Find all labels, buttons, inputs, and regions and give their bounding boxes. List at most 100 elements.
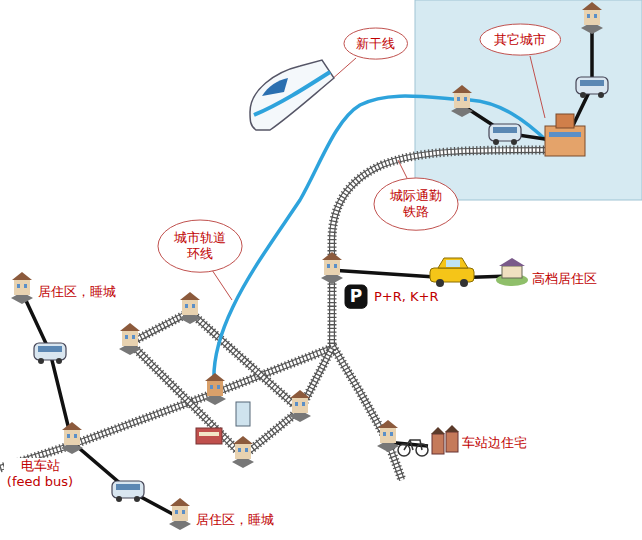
city-station: [545, 114, 585, 156]
rail-gap: [130, 312, 300, 456]
callout-text: 城际通勤 铁路: [389, 188, 444, 221]
shape: [34, 343, 66, 360]
place-label: 车站边住宅: [462, 435, 527, 451]
shape: [493, 139, 499, 145]
station-house: [289, 390, 311, 422]
shape: [112, 481, 144, 498]
shape: [180, 292, 200, 300]
callout-outline: [374, 178, 458, 230]
shape: [38, 346, 62, 352]
station-house: [232, 436, 254, 468]
station-house: [377, 420, 399, 452]
shape: [378, 420, 398, 428]
shape: [334, 264, 337, 268]
shape: [489, 124, 521, 141]
shape: [134, 496, 140, 502]
shape: [122, 331, 138, 346]
shape: [67, 434, 70, 438]
bicycle-icon: [398, 440, 428, 456]
shape: [235, 444, 251, 459]
station-house: [61, 422, 83, 454]
shape: [587, 14, 590, 18]
shape: [499, 258, 525, 266]
bus-icon: [576, 77, 608, 98]
rail-gap: [0, 348, 332, 468]
rail: [0, 348, 332, 468]
parking-letter: P: [350, 286, 362, 307]
shape: [185, 304, 188, 308]
callout-outline: [480, 24, 561, 55]
place-label: 电车站 (feed bus): [4, 458, 76, 491]
shape: [290, 390, 310, 398]
callout-ellipse: 新干线: [343, 27, 408, 60]
bus-icon: [489, 124, 521, 145]
shape: [170, 498, 190, 506]
place-label: 居住区，睡城: [38, 284, 116, 300]
shape: [125, 335, 128, 339]
shape: [292, 398, 308, 413]
shape: [172, 506, 188, 521]
callout-ellipse: 其它城市: [479, 23, 562, 56]
shape: [238, 448, 241, 452]
shape: [390, 432, 393, 436]
callout-text: 新干线: [356, 36, 395, 52]
shape: [199, 432, 219, 436]
station-house: [119, 323, 141, 355]
shinkansen-line: [214, 96, 548, 393]
shape: [12, 272, 32, 280]
shape: [120, 323, 140, 331]
shape: [182, 510, 185, 514]
shape: [17, 284, 20, 288]
shape: [446, 432, 458, 452]
shape: [205, 373, 225, 381]
bus-icon: [112, 481, 144, 502]
shape: [207, 381, 223, 396]
shape: [454, 93, 470, 108]
railway-tracks: [0, 150, 548, 480]
train-icon: [250, 60, 334, 130]
callout-leaders: [212, 56, 545, 300]
shape: [511, 139, 517, 145]
shape: [24, 284, 27, 288]
shape: [598, 92, 604, 98]
callout-text: 城市轨道 环线: [173, 230, 228, 263]
feeder-routes: [22, 22, 592, 518]
city-buildings: [196, 402, 250, 444]
shape: [210, 385, 213, 389]
place-label: 高档居住区: [532, 271, 597, 287]
station-house: [204, 373, 226, 405]
station-house: [11, 272, 33, 304]
shape: [132, 335, 135, 339]
rail: [130, 312, 300, 456]
parking-sign: P: [344, 284, 368, 309]
station-house: [451, 85, 473, 117]
shape: [116, 484, 140, 490]
shape: [56, 358, 62, 364]
station-house: [169, 498, 191, 530]
callout-text: 其它城市: [494, 32, 546, 48]
shape: [502, 266, 522, 278]
shape: [324, 260, 340, 275]
shape: [175, 510, 178, 514]
townhouse: [431, 427, 445, 454]
callout-outline: [158, 220, 242, 272]
rail-ties: [332, 150, 548, 480]
bus-icon: [34, 343, 66, 364]
shape: [493, 127, 517, 133]
shape: [64, 430, 80, 445]
shape: [380, 428, 396, 443]
shape: [545, 126, 585, 156]
shape: [452, 85, 472, 93]
shape: [582, 2, 602, 10]
shape: [327, 264, 330, 268]
shape: [233, 436, 253, 444]
station-house: [321, 252, 343, 284]
rail: [332, 150, 548, 480]
callout-outline: [344, 28, 407, 59]
shape: [295, 402, 298, 406]
shape: [14, 280, 30, 295]
shape: [302, 402, 305, 406]
shape: [432, 434, 444, 454]
shape: [196, 428, 222, 444]
shape: [236, 402, 250, 426]
